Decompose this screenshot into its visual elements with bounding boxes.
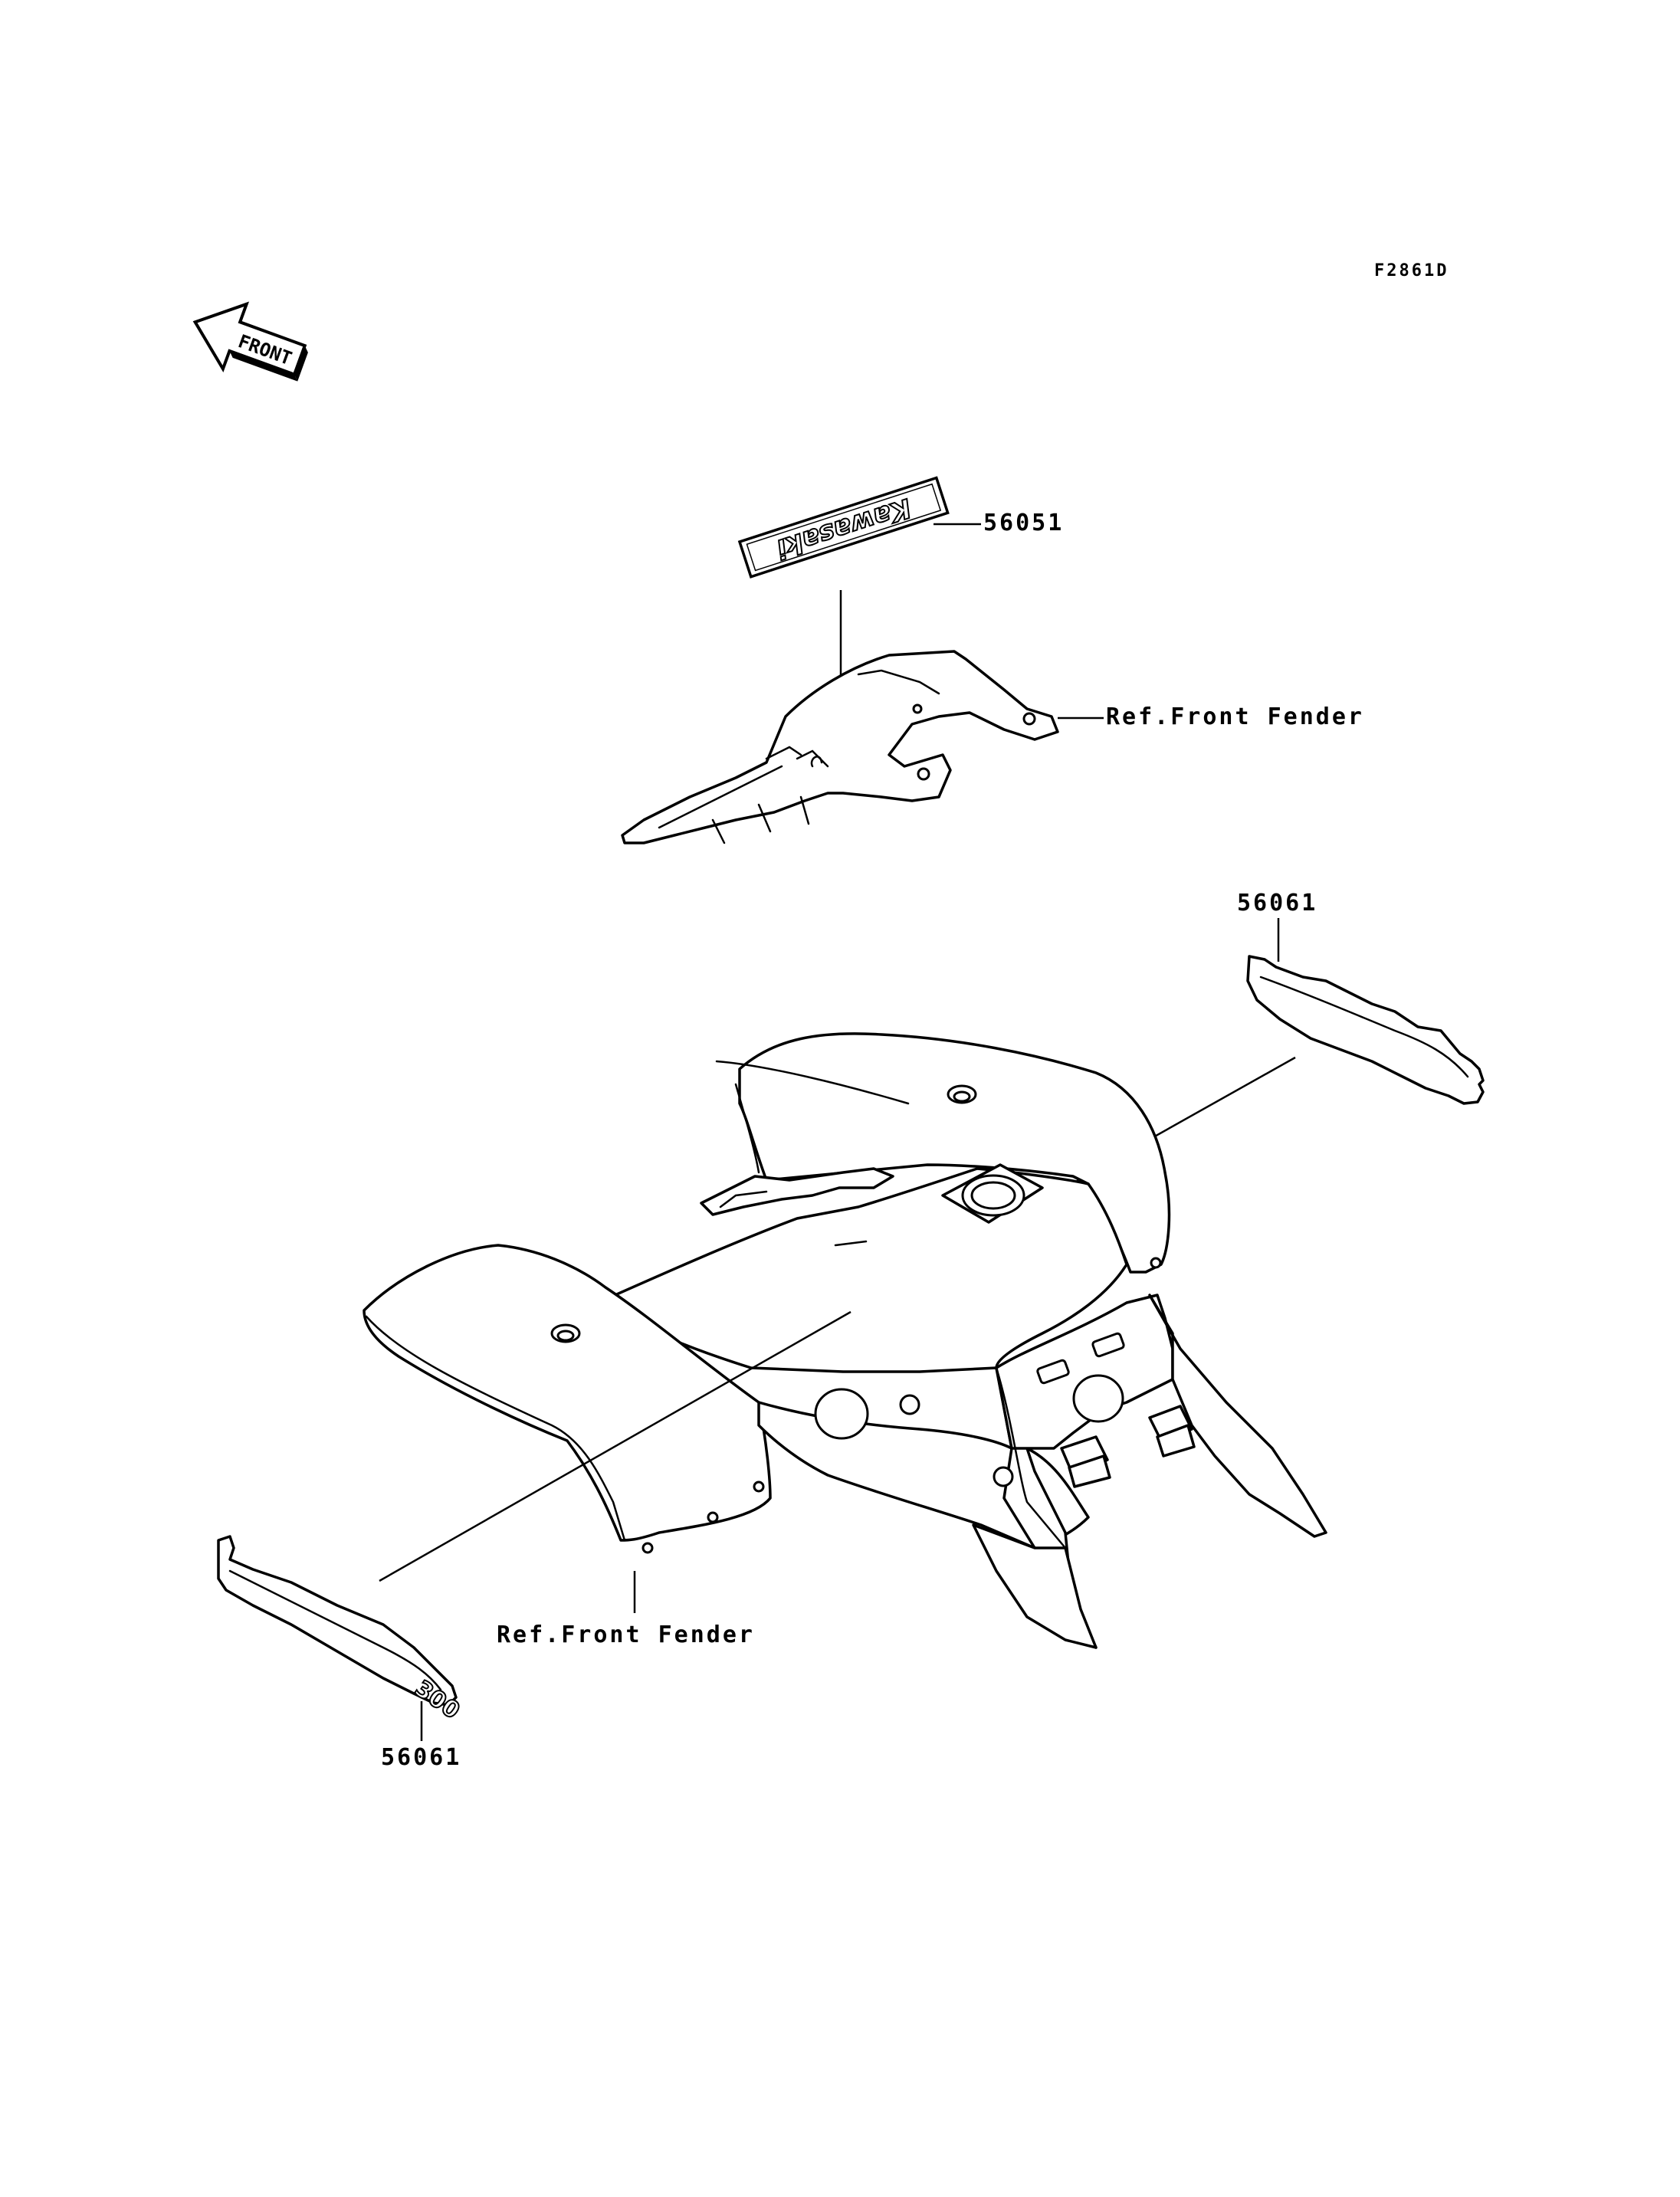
front-arrow-icon: FRONT xyxy=(192,301,308,382)
figure-code: F2861D xyxy=(1374,261,1449,280)
callout-56061-right: 56061 xyxy=(1237,890,1317,917)
left-side-decal: 300 xyxy=(217,1535,465,1726)
right-side-decal xyxy=(1246,955,1485,1105)
kawasaki-emblem-decal: Kawasaki xyxy=(737,476,950,579)
front-fender-assembly xyxy=(363,1032,1327,1649)
callout-ref-upper: Ref.Front Fender xyxy=(1106,703,1364,730)
upper-front-fender-part xyxy=(621,650,1059,844)
callout-56051: 56051 xyxy=(983,510,1064,536)
callout-56061-left: 56061 xyxy=(381,1744,461,1771)
callout-ref-lower: Ref.Front Fender xyxy=(497,1622,755,1648)
leader-decal-left-to-fender xyxy=(379,1310,851,1582)
